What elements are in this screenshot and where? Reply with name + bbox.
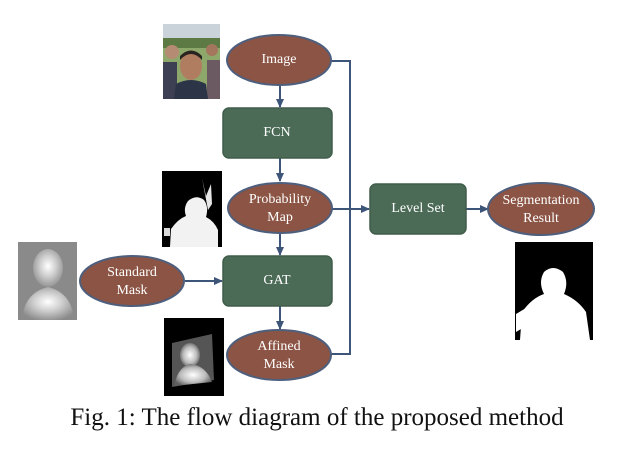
node-gat: GAT <box>222 255 333 307</box>
affined-mask-image <box>164 318 224 396</box>
line-image-to-bus <box>330 60 351 209</box>
node-fcn-label: FCN <box>263 125 290 140</box>
node-affined-mask-label-line1: Affined <box>257 339 300 354</box>
connectors <box>185 60 489 355</box>
node-segmentation-result-label-line2: Result <box>523 211 559 226</box>
node-probability-map-label-line2: Map <box>267 210 293 225</box>
input-photo <box>163 24 220 99</box>
node-affined-mask-label-line2: Mask <box>263 357 294 372</box>
node-probability-map: Probability Map <box>227 182 333 234</box>
node-segmentation-result: Segmentation Result <box>487 182 595 236</box>
node-level-set-label: Level Set <box>391 201 444 216</box>
node-level-set: Level Set <box>369 183 467 235</box>
node-standard-mask-label-line2: Mask <box>116 283 147 298</box>
node-affined-mask: Affined Mask <box>226 329 332 381</box>
node-image-label: Image <box>262 52 297 67</box>
standard-mask-image <box>18 242 77 320</box>
node-gat-label: GAT <box>263 273 291 288</box>
node-fcn: FCN <box>222 107 333 159</box>
node-standard-mask-label-line1: Standard <box>107 265 157 280</box>
segmentation-result-image <box>515 242 593 340</box>
node-standard-mask: Standard Mask <box>79 255 185 307</box>
line-affined-mask-to-bus <box>330 209 351 355</box>
node-image: Image <box>226 34 332 86</box>
probability-map-image <box>162 171 222 247</box>
figure-caption: Fig. 1: The flow diagram of the proposed… <box>70 404 564 431</box>
node-probability-map-label-line1: Probability <box>249 192 311 207</box>
node-segmentation-result-label-line1: Segmentation <box>503 193 580 208</box>
